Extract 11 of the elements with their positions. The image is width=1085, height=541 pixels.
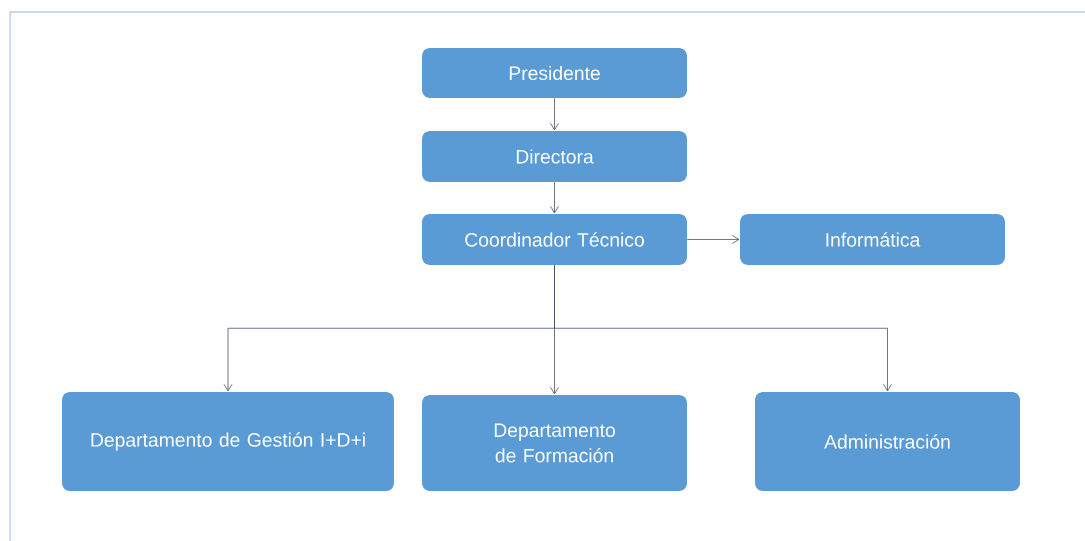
arrow [550, 181, 559, 214]
org-box: Presidente [422, 48, 687, 98]
org-box: Administración [755, 392, 1020, 491]
arrow [550, 97, 559, 131]
org-box: Directora [422, 131, 687, 182]
arrow [686, 235, 740, 244]
org-box: Departamento de Formación [422, 395, 687, 491]
arrow [554, 264, 892, 392]
org-box: Coordinador Técnico [422, 214, 687, 265]
org-box: Departamento de Gestión I+D+i [62, 392, 394, 491]
org-box: Informática [740, 214, 1005, 265]
